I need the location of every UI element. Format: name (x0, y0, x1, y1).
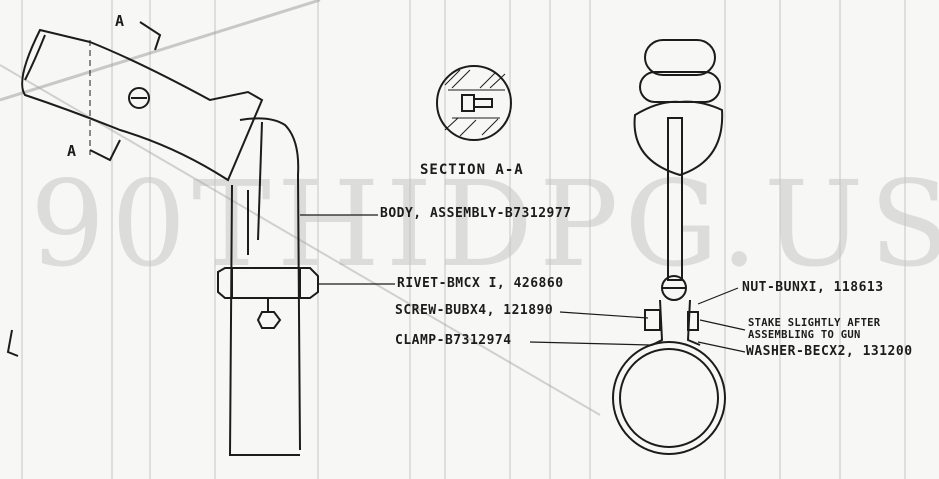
section-view (436, 65, 512, 141)
callout-stake-note-line1: STAKE SLIGHTLY AFTER (748, 317, 881, 329)
section-marker-a-bottom: A (67, 142, 77, 160)
callout-stake-note-line2: ASSEMBLING TO GUN (748, 329, 861, 341)
callout-washer: WASHER-BECX2, 131200 (746, 344, 913, 359)
section-title: SECTION A-A (420, 162, 524, 178)
section-marker-a-top: A (115, 12, 125, 30)
watermark: 90THIDPG.US (30, 155, 939, 293)
clamp-assembly (612, 39, 726, 455)
callout-body-assembly: BODY, ASSEMBLY-B7312977 (380, 206, 572, 221)
callout-clamp: CLAMP-B7312974 (395, 333, 512, 348)
callout-nut: NUT-BUNXI, 118613 (742, 280, 884, 295)
callout-rivet: RIVET-BMCX I, 426860 (397, 276, 564, 291)
callout-screw: SCREW-BUBX4, 121890 (395, 303, 554, 318)
